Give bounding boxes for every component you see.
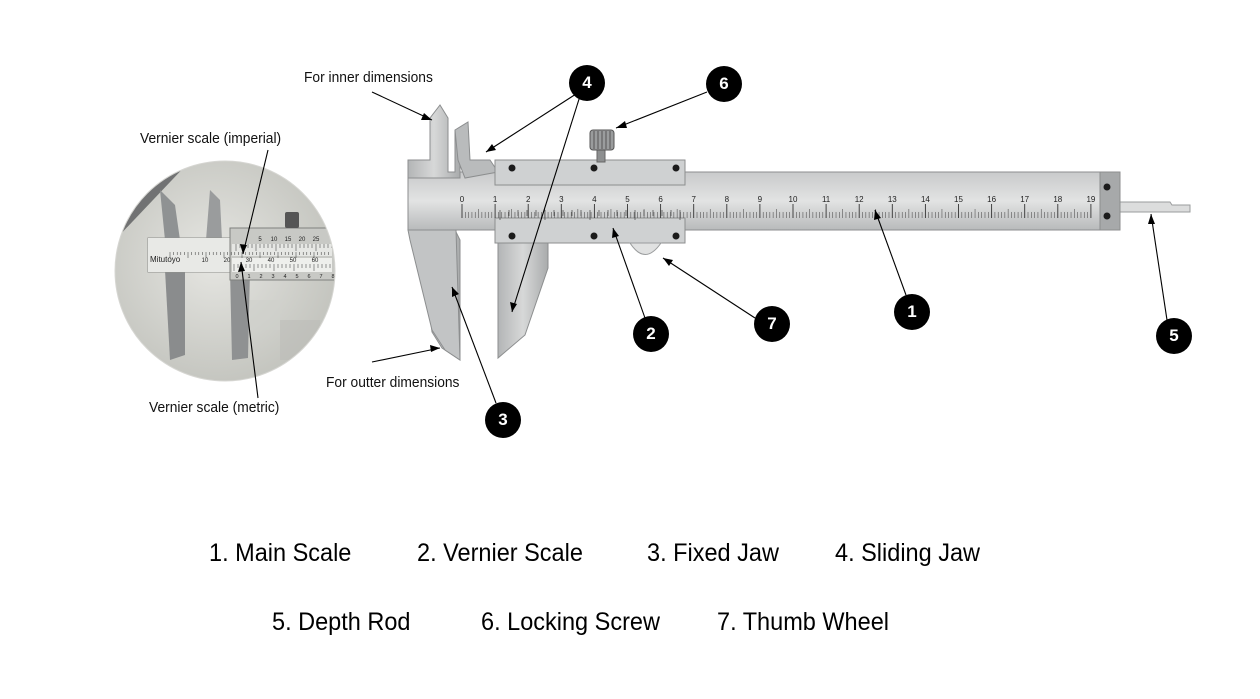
inset-metric-bottom-label: 0 <box>235 274 238 280</box>
main-scale-tick-label: 5 <box>625 195 630 204</box>
legend-item-sliding-jaw: 4. Sliding Jaw <box>835 539 980 567</box>
legend-item-thumb-wheel: 7. Thumb Wheel <box>717 608 889 636</box>
inset-imperial-ticks: 5 10 15 20 25 <box>235 237 333 251</box>
main-scale-tick-label: 0 <box>460 195 465 204</box>
legend-item-main-scale: 1. Main Scale <box>209 539 352 567</box>
inset-metric-bottom-label: 1 <box>247 274 250 280</box>
inset-imperial-label: 10 <box>271 237 278 243</box>
main-scale-tick-label: 4 <box>592 195 597 204</box>
sliding-jaw-lower <box>497 242 549 360</box>
badge-3: 3 <box>485 402 521 438</box>
inset-metric-top-label: 60 <box>312 258 319 264</box>
slider-bottom <box>494 217 686 244</box>
main-scale-tick-label: 2 <box>526 195 531 204</box>
fixed-jaw-upper <box>407 104 461 179</box>
inset-metric-bottom-label: 4 <box>283 274 286 280</box>
inset-metric-bottom-label: 5 <box>295 274 298 280</box>
thumb-wheel <box>629 242 662 255</box>
inset-imperial-label: 25 <box>313 237 320 243</box>
badge-1: 1 <box>894 294 930 330</box>
main-scale-tick-label: 6 <box>658 195 663 204</box>
main-scale-tick-label: 17 <box>1020 195 1029 204</box>
inset-metric-bottom-label: 3 <box>271 274 274 280</box>
slider-top <box>494 159 686 186</box>
badge-7: 7 <box>754 306 790 342</box>
annotation-vernier-imperial: Vernier scale (imperial) <box>140 130 282 147</box>
main-scale-tick-label: 12 <box>855 195 864 204</box>
legend-item-locking-screw: 6. Locking Screw <box>481 608 660 636</box>
annotation-inner-dimensions: For inner dimensions <box>304 69 433 86</box>
inset-metric-top-ticks: 10 20 30 40 50 60 <box>169 252 329 264</box>
badge-2: 2 <box>633 316 669 352</box>
inset-brand-label: Mitutoyo <box>150 255 181 264</box>
inset-closeup: Mitutoyo 5 10 15 20 25 10 20 30 40 50 60 0 1 2 3 4 5 6 7… <box>115 161 335 381</box>
main-scale-tick-label: 18 <box>1053 195 1062 204</box>
inset-metric-top-label: 40 <box>268 258 275 264</box>
annotation-outer-dimensions: For outter dimensions <box>326 374 460 391</box>
arrow-heads <box>238 113 1155 352</box>
depth-rod <box>1117 201 1191 213</box>
inset-metric-top-label: 20 <box>224 258 231 264</box>
vernier-scale-ticks <box>499 210 681 220</box>
inset-metric-bottom-label: 6 <box>307 274 310 280</box>
inset-metric-top-label: 50 <box>290 258 297 264</box>
main-scale-tick-label: 3 <box>559 195 564 204</box>
legend-item-vernier-scale: 2. Vernier Scale <box>417 539 583 567</box>
main-scale-tick-label: 1 <box>493 195 498 204</box>
legend-item-fixed-jaw: 3. Fixed Jaw <box>647 539 779 567</box>
badge-6: 6 <box>706 66 742 102</box>
badge-4: 4 <box>569 65 605 101</box>
main-scale-tick-label: 8 <box>725 195 730 204</box>
badge-5: 5 <box>1156 318 1192 354</box>
main-scale-tick-label: 14 <box>921 195 930 204</box>
main-scale-tick-label: 15 <box>954 195 963 204</box>
inset-imperial-label: 5 <box>258 237 262 243</box>
legend-item-depth-rod: 5. Depth Rod <box>272 608 411 636</box>
main-scale-tick-label: 7 <box>691 195 696 204</box>
inset-metric-bottom-label: 8 <box>331 274 334 280</box>
inset-metric-bottom-label: 2 <box>259 274 262 280</box>
main-scale-tick-label: 11 <box>822 195 831 204</box>
sliding-jaw-upper <box>454 121 499 179</box>
inset-imperial-label: 15 <box>285 237 292 243</box>
inset-metric-top-label: 30 <box>246 258 253 264</box>
main-scale-tick-label: 16 <box>987 195 996 204</box>
main-scale-tick-label: 19 <box>1086 195 1095 204</box>
pointer-lines <box>240 91 1168 404</box>
main-scale-tick-label: 13 <box>888 195 897 204</box>
inset-imperial-label: 20 <box>299 237 306 243</box>
inset-metric-top-label: 10 <box>202 258 209 264</box>
inset-metric-bottom-label: 7 <box>319 274 322 280</box>
inset-border <box>114 160 336 382</box>
annotation-vernier-metric: Vernier scale (metric) <box>149 399 280 416</box>
main-scale-tick-label: 9 <box>758 195 763 204</box>
main-scale-tick-label: 10 <box>789 195 798 204</box>
